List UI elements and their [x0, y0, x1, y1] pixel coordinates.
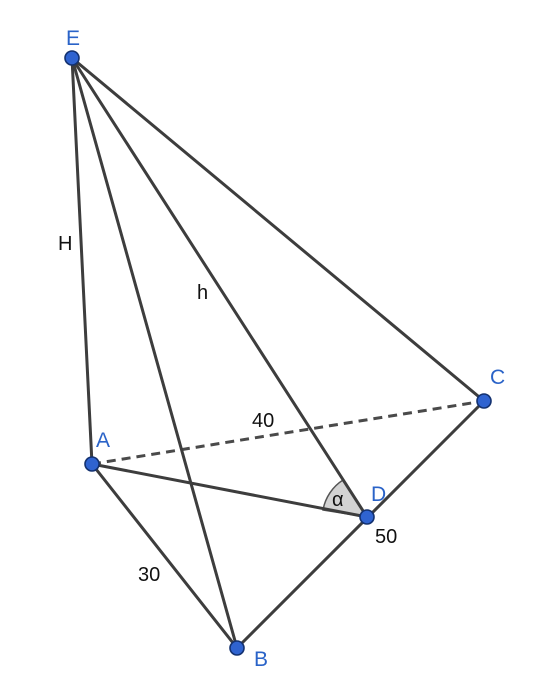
point-e [64, 50, 80, 66]
label-ab-length: 30 [138, 564, 160, 586]
edge-ed [70, 56, 369, 519]
label-slant-h-lower: h [197, 282, 208, 304]
point-label-e: E [66, 27, 80, 50]
label-bc-length: 50 [375, 526, 397, 548]
edge-ac-hidden [91, 399, 485, 466]
edge-ea [70, 56, 94, 466]
point-label-b: B [254, 648, 268, 671]
label-height-h-upper: H [58, 233, 72, 255]
edge-ec [70, 56, 486, 403]
edge-ab [90, 462, 239, 650]
point-d [359, 509, 375, 525]
edge-bc [235, 399, 486, 650]
angle-alpha-label: α [332, 489, 344, 511]
point-b [229, 640, 245, 656]
point-a [84, 456, 100, 472]
label-ac-length: 40 [252, 410, 274, 432]
point-label-a: A [96, 429, 110, 452]
point-label-c: C [490, 366, 505, 389]
point-label-d: D [371, 483, 386, 506]
edge-ad [90, 462, 369, 519]
edge-eb [70, 56, 239, 650]
point-c [476, 393, 492, 409]
